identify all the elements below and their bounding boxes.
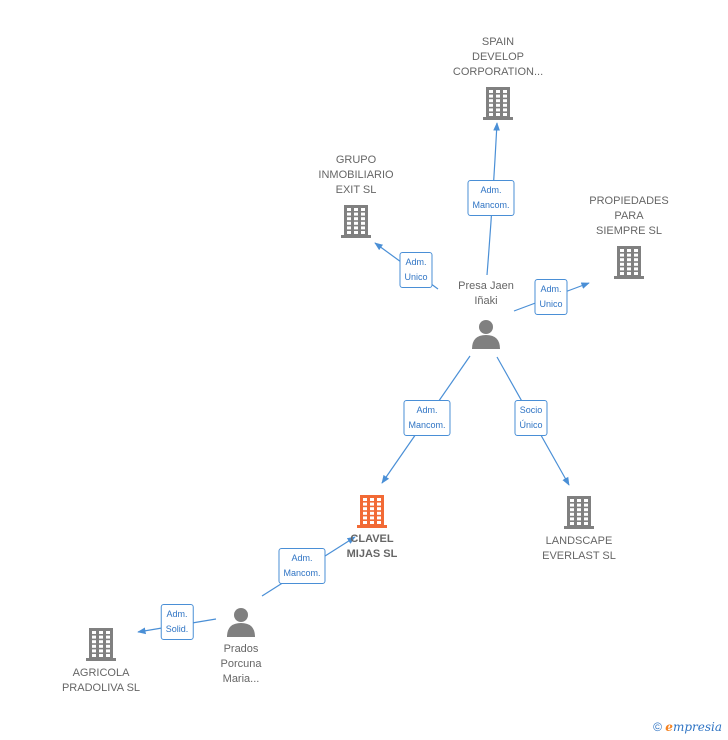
edge-label-presa-clavel[interactable]: Adm. Mancom. <box>403 400 451 436</box>
footer-brand: © empresia <box>653 720 722 734</box>
building-icon-agricola[interactable] <box>86 628 116 661</box>
edge-label-presa-propiedades[interactable]: Adm. Unico <box>534 279 568 315</box>
edge-label-prados-clavel[interactable]: Adm. Mancom. <box>278 548 326 584</box>
node-label-landscape[interactable]: LANDSCAPE EVERLAST SL <box>542 535 616 562</box>
person-icon-prados[interactable] <box>227 608 255 637</box>
node-label-spain[interactable]: SPAIN DEVELOP CORPORATION... <box>452 36 544 78</box>
node-label-propiedades[interactable]: PROPIEDADES PARA SIEMPRE SL <box>589 195 669 237</box>
node-label-clavel[interactable]: CLAVEL MIJAS SL <box>346 533 398 560</box>
node-label-agricola[interactable]: AGRICOLA PRADOLIVA SL <box>61 667 141 694</box>
person-icon-presa[interactable] <box>472 320 500 349</box>
edge-label-prados-agricola[interactable]: Adm. Solid. <box>160 604 194 640</box>
edge-label-presa-grupo[interactable]: Adm. Unico <box>399 252 433 288</box>
building-icon-propiedades[interactable] <box>614 246 644 279</box>
building-icon-landscape[interactable] <box>564 496 594 529</box>
node-label-grupo[interactable]: GRUPO INMOBILIARIO EXIT SL <box>318 154 394 196</box>
building-icon-spain[interactable] <box>483 87 513 120</box>
brand-logo: empresia <box>665 720 722 734</box>
building-icon-grupo[interactable] <box>341 205 371 238</box>
edge-label-presa-spain[interactable]: Adm. Mancom. <box>467 180 515 216</box>
building-icon-clavel[interactable] <box>357 495 387 528</box>
node-label-presa[interactable]: Presa Jaen Iñaki <box>458 280 514 307</box>
node-label-prados[interactable]: Prados Porcuna Maria... <box>220 643 262 685</box>
edge-label-presa-landscape[interactable]: Socio Único <box>514 400 548 436</box>
copyright-icon: © <box>653 720 662 734</box>
